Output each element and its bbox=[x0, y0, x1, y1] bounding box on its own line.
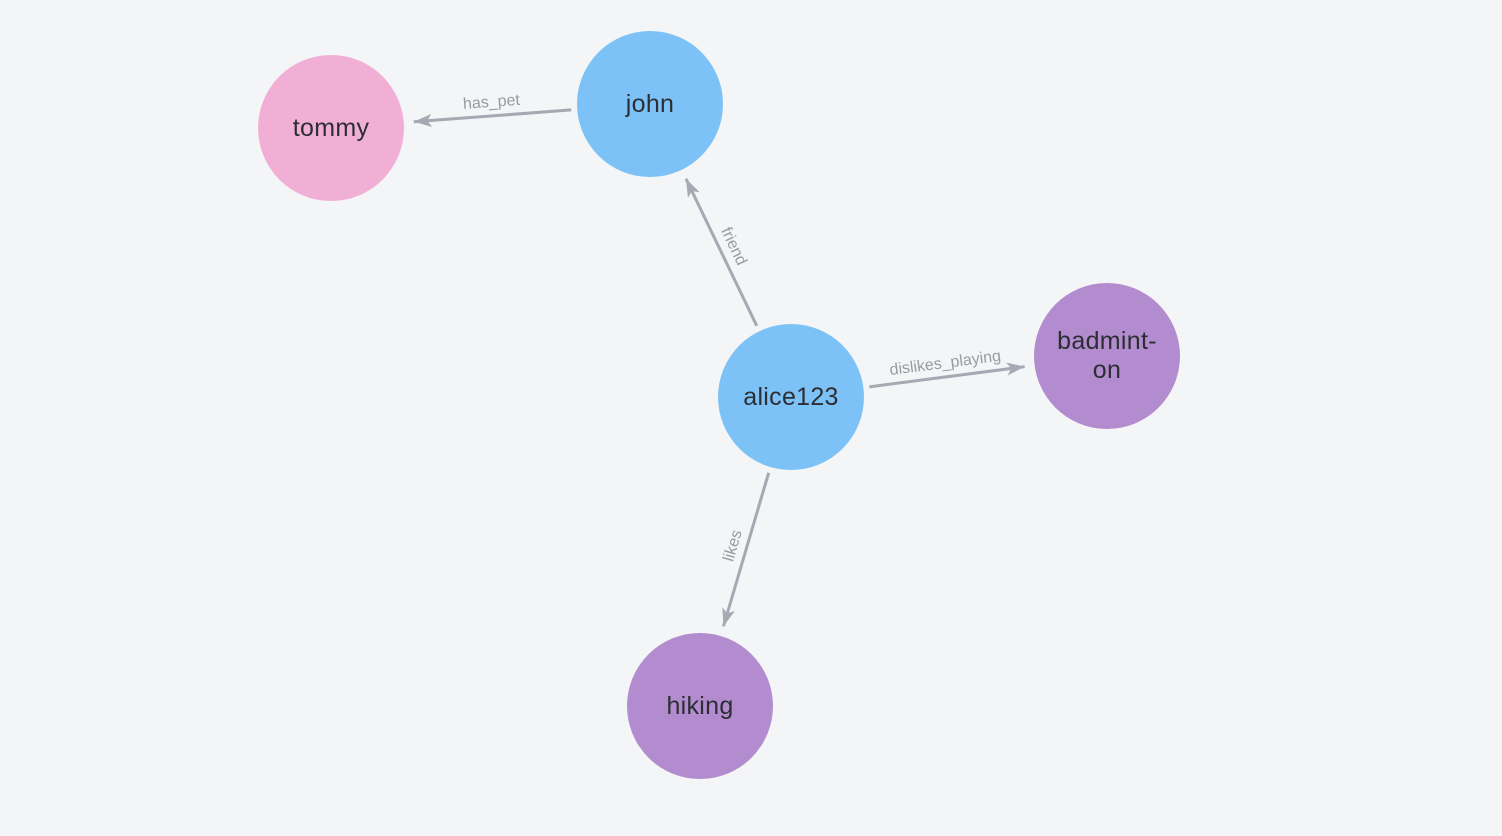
edge-line-dislikes_playing[interactable] bbox=[869, 362, 1025, 389]
node-label-tommy: tommy bbox=[292, 113, 370, 142]
edge-label-has_pet[interactable]: has_pet bbox=[462, 92, 521, 113]
edge-line-likes[interactable] bbox=[722, 472, 771, 627]
graph-node-badminton[interactable]: badmint- on bbox=[1034, 283, 1180, 429]
edge-label-dislikes_playing[interactable]: dislikes_playing bbox=[889, 348, 1002, 379]
graph-node-tommy[interactable]: tommy bbox=[258, 55, 404, 201]
node-label-badminton: badmint- on bbox=[1057, 327, 1157, 384]
edge-line-has_pet[interactable] bbox=[413, 108, 572, 127]
graph-node-hiking[interactable]: hiking bbox=[627, 633, 773, 779]
node-label-alice123: alice123 bbox=[743, 382, 839, 411]
node-label-john: john bbox=[625, 89, 675, 118]
edge-line-friend[interactable] bbox=[684, 178, 759, 327]
graph-node-alice123[interactable]: alice123 bbox=[718, 324, 864, 470]
edge-label-friend[interactable]: friend bbox=[717, 225, 750, 268]
node-label-hiking: hiking bbox=[666, 691, 734, 720]
graph-node-john[interactable]: john bbox=[577, 31, 723, 177]
